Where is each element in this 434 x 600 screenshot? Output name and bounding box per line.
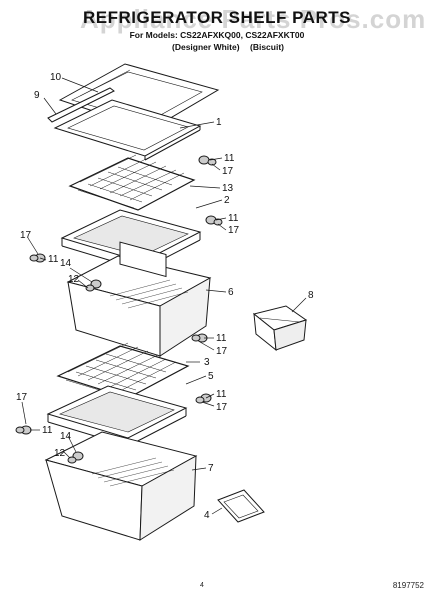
crisper-drawer-6: [66, 241, 212, 362]
callout-1: 1: [216, 117, 222, 128]
callout-11d: 11: [216, 333, 227, 344]
callout-5: 5: [208, 371, 214, 382]
callout-11a: 11: [224, 153, 235, 164]
crisper-cover-2: [60, 209, 202, 271]
page-title: REFRIGERATOR SHELF PARTS: [83, 8, 351, 27]
callout-17e: 17: [216, 402, 228, 413]
callout-7: 7: [208, 463, 214, 474]
callout-17a: 17: [222, 166, 234, 177]
callout-14a: 14: [60, 258, 72, 269]
callout-13: 13: [222, 183, 234, 194]
shelf-frame-1: [53, 99, 202, 161]
callout-17f: 17: [16, 392, 28, 403]
models-line: For Models: CS22AFXKQ00, CS22AFXKT00: [129, 30, 305, 40]
callout-8: 8: [308, 290, 314, 301]
door-bin-8: [252, 305, 308, 352]
callout-3: 3: [204, 357, 210, 368]
callout-11e: 11: [216, 389, 227, 400]
color-designer-white: (Designer White): [172, 42, 240, 52]
callout-labels: 10 9 1 11 17 13 2 11 17 17 11 14 12 6 8 …: [16, 72, 314, 521]
callout-17b: 17: [228, 225, 240, 236]
callout-11b: 11: [228, 213, 239, 224]
color-biscuit: (Biscuit): [250, 42, 284, 52]
callout-9: 9: [34, 90, 40, 101]
cam-hardware: [15, 155, 223, 464]
label-holder-4: [217, 489, 265, 523]
leader-lines: [21, 77, 307, 515]
callout-11c: 11: [48, 254, 59, 265]
callout-2: 2: [224, 195, 230, 206]
callout-17d: 17: [216, 346, 228, 357]
callout-11f: 11: [42, 425, 53, 436]
page-number: 4: [200, 582, 204, 589]
callout-17c: 17: [20, 230, 32, 241]
callout-10: 10: [50, 72, 62, 83]
callout-12b: 12: [54, 448, 66, 459]
callout-6: 6: [228, 287, 234, 298]
crisper-drawer-7: [44, 431, 198, 541]
shelf-trim-9: [47, 87, 115, 123]
callout-14b: 14: [60, 431, 72, 442]
callout-4: 4: [204, 510, 210, 521]
callout-12a: 12: [68, 274, 80, 285]
wire-shelf-13: [68, 154, 196, 211]
document-number: 8197752: [392, 581, 424, 590]
